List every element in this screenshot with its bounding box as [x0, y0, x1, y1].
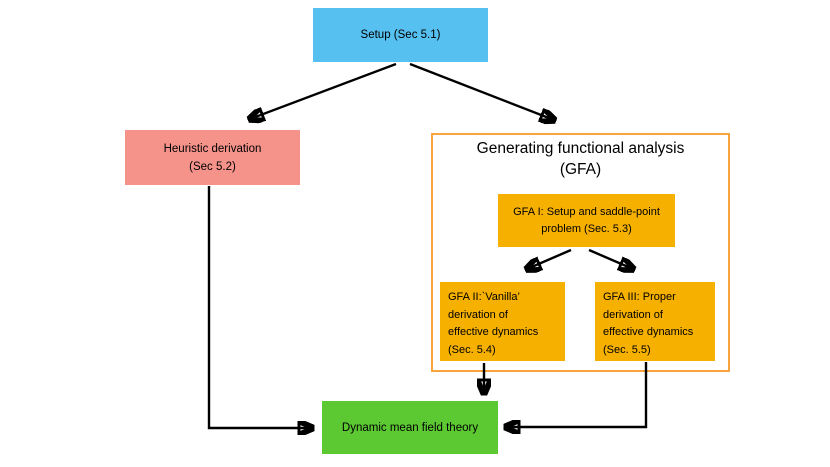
node-heuristic-line1: Heuristic derivation — [163, 142, 262, 155]
node-gfa2-line1: GFA II:`Vanilla’ — [448, 291, 520, 303]
node-gfa2-line2: derivation of — [448, 308, 508, 321]
node-gfa3-line2: derivation of — [603, 308, 663, 321]
node-gfa1-line1: GFA I: Setup and saddle-point — [513, 205, 660, 218]
edge-heuristic-to-dmft — [207, 186, 312, 428]
node-dmft-label: Dynamic mean field theory — [341, 421, 479, 434]
node-gfa2-line4: (Sec. 5.4) — [448, 343, 496, 356]
node-gfa2: GFA II:`Vanilla’ derivation of effective… — [440, 282, 565, 361]
group-gfa-title-line2: (GFA) — [559, 161, 602, 178]
node-gfa3: GFA III: Proper derivation of effective … — [595, 282, 715, 361]
edge-setup-to-gfa-group — [409, 62, 554, 120]
node-dynamic-mean-field-theory: Dynamic mean field theory — [322, 401, 498, 454]
node-gfa3-line1: GFA III: Proper — [603, 291, 676, 303]
group-gfa-title: Generating functional analysis (GFA) — [477, 135, 685, 180]
node-heuristic-line2: (Sec 5.2) — [189, 160, 236, 173]
node-heuristic-derivation: Heuristic derivation (Sec 5.2) — [125, 130, 300, 185]
node-setup-label: Setup (Sec 5.1) — [360, 29, 441, 41]
node-setup: Setup (Sec 5.1) — [313, 8, 488, 62]
edge-setup-to-heuristic — [250, 62, 397, 119]
node-gfa1-line2: problem (Sec. 5.3) — [541, 222, 632, 235]
node-gfa3-line4: (Sec. 5.5) — [603, 343, 651, 356]
node-gfa2-line3: effective dynamics — [448, 326, 539, 338]
node-gfa1: GFA I: Setup and saddle-point problem (S… — [498, 194, 675, 247]
node-gfa3-line3: effective dynamics — [603, 326, 694, 338]
group-gfa-title-line1: Generating functional analysis — [476, 140, 685, 157]
